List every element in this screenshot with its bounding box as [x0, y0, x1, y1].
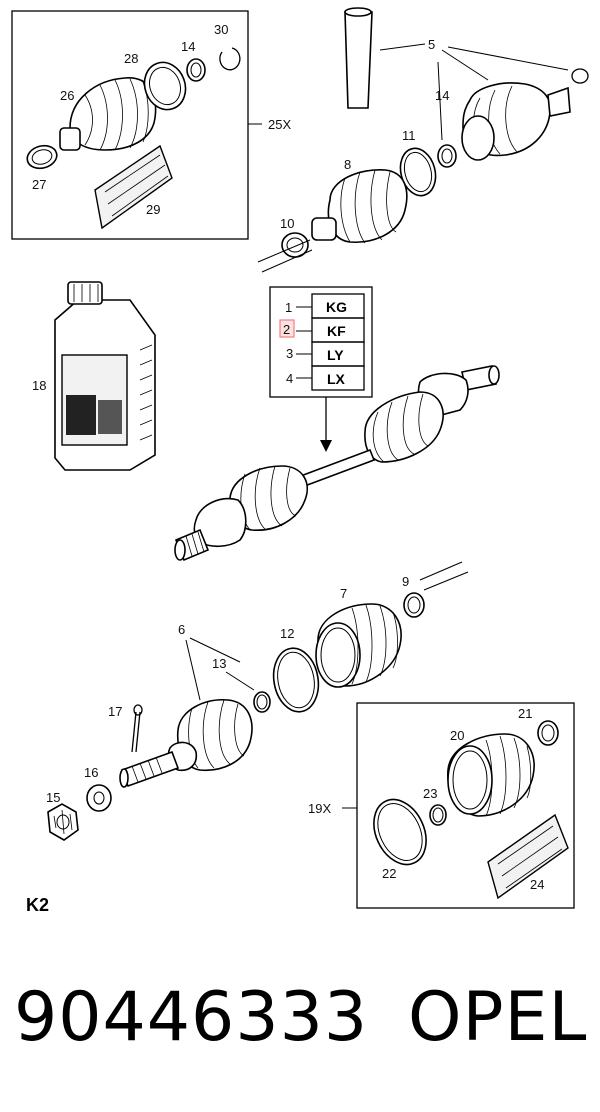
page-label: K2	[26, 895, 50, 915]
clip-9	[403, 592, 425, 618]
callout-18: 18	[32, 378, 46, 393]
callout-14-a: 14	[181, 39, 195, 54]
callout-15: 15	[46, 790, 60, 805]
callout-30: 30	[214, 22, 228, 37]
variant-row: 2 KF	[279, 317, 365, 343]
washer-16	[86, 784, 112, 812]
cv-joint-6	[119, 699, 253, 788]
driveshaft-assembly	[174, 365, 500, 562]
callout-10: 10	[280, 216, 294, 231]
castle-nut-15	[47, 803, 79, 841]
variant-row: 3 LY	[286, 341, 365, 367]
boot-7	[315, 603, 402, 688]
part-number: 90446333	[14, 978, 369, 1057]
callout-22: 22	[382, 866, 396, 881]
kit-box-19x	[356, 702, 575, 909]
variant-code: LY	[327, 347, 344, 363]
callout-14-b: 14	[435, 88, 449, 103]
callout-21: 21	[518, 706, 532, 721]
clamp-27	[26, 144, 58, 170]
clamp-ring-22	[373, 798, 427, 866]
svg-text:3: 3	[286, 346, 293, 361]
oil-bottle-18	[54, 281, 156, 471]
highlight-box	[279, 319, 295, 338]
callout-19x: 19X	[308, 801, 331, 816]
callout-8: 8	[344, 157, 351, 172]
callout-5: 5	[428, 37, 435, 52]
callout-25x: 25X	[268, 117, 291, 132]
boot-26	[59, 77, 157, 151]
grease-packet-29	[94, 144, 173, 230]
variant-row: 1 KG	[285, 293, 365, 319]
circlip-30	[219, 47, 241, 71]
split-pin-17	[131, 704, 143, 753]
clip-14-a	[186, 58, 206, 82]
callout-13: 13	[212, 656, 226, 671]
callout-29: 29	[146, 202, 160, 217]
clamp-ring-12	[272, 647, 320, 713]
boot-20	[447, 733, 535, 817]
callout-16: 16	[84, 765, 98, 780]
clip-14-b	[437, 144, 457, 168]
cv-joint-boot-5	[461, 82, 571, 161]
variant-code: KG	[326, 299, 347, 315]
callout-7: 7	[340, 586, 347, 601]
callout-24: 24	[530, 877, 544, 892]
grease-tube	[344, 7, 373, 109]
callout-20: 20	[450, 728, 464, 743]
kit-box-25x	[11, 10, 249, 240]
callout-6: 6	[178, 622, 185, 637]
circlip-5	[571, 68, 589, 84]
variant-code: LX	[327, 371, 346, 387]
clip-21	[537, 720, 559, 746]
brand-name: OPEL	[408, 978, 588, 1057]
callout-26: 26	[60, 88, 74, 103]
callout-17: 17	[108, 704, 122, 719]
parts-diagram: 25X 26 28 14 30 27 29 5 14	[11, 7, 589, 909]
callout-28: 28	[124, 51, 138, 66]
callout-27: 27	[32, 177, 46, 192]
variant-code: KF	[327, 323, 346, 339]
svg-text:1: 1	[285, 300, 292, 315]
callout-9: 9	[402, 574, 409, 589]
boot-8	[311, 169, 408, 244]
callout-12: 12	[280, 626, 294, 641]
variant-table: 1 KG 2 KF 3 LY 4 LX	[269, 286, 373, 452]
svg-text:2: 2	[283, 322, 290, 337]
variant-row: 4 LX	[286, 365, 365, 391]
callout-23: 23	[423, 786, 437, 801]
grease-packet-24	[487, 813, 569, 900]
svg-text:4: 4	[286, 371, 293, 386]
callout-11: 11	[402, 128, 416, 143]
